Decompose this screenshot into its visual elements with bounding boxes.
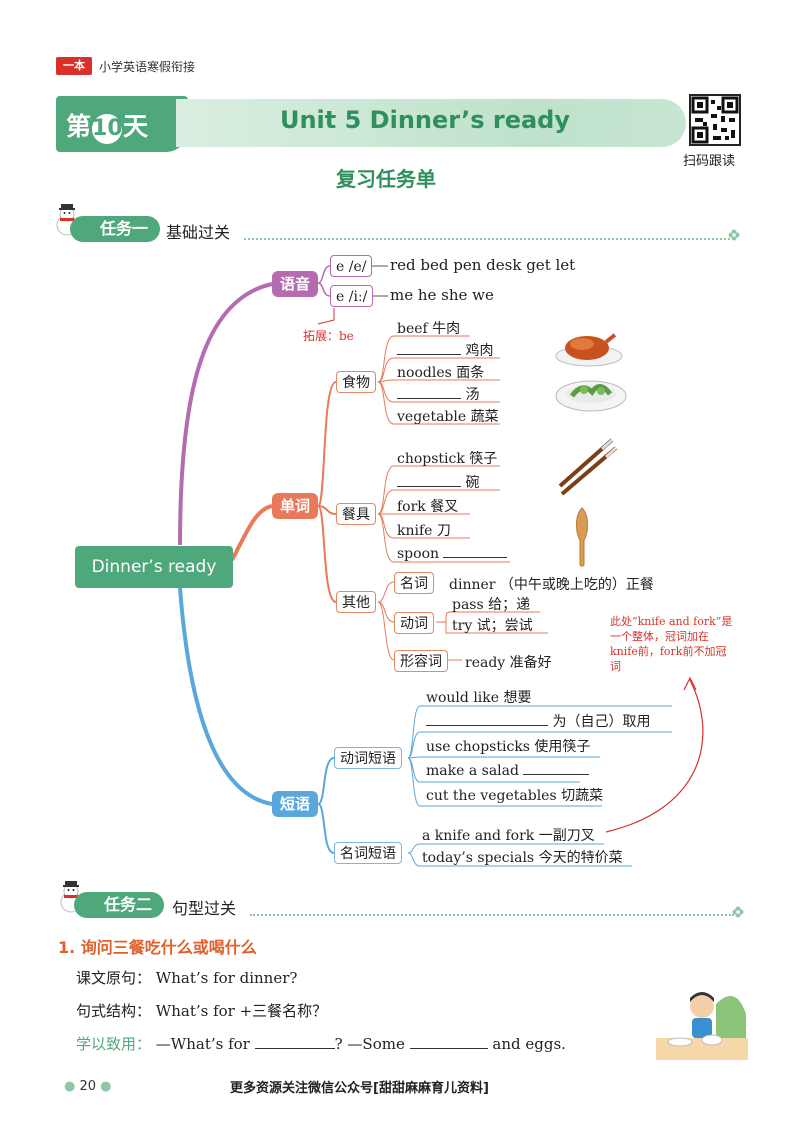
tableware-item-fork: fork 餐叉: [397, 499, 459, 515]
flower-icon-2: [732, 906, 744, 918]
structure-row: 句式结构： What’s for +三餐名称？: [76, 1000, 327, 1021]
blank-meal[interactable]: [254, 1035, 335, 1049]
task1-title: 基础过关: [166, 223, 231, 242]
qr-code-icon[interactable]: [689, 94, 741, 146]
phrase-would-like: would like 想要: [426, 690, 532, 706]
phrases-node: 短语: [272, 791, 318, 817]
food-item-vegetable: vegetable 蔬菜: [397, 409, 499, 425]
brand-logo: 一本: [56, 57, 92, 75]
branch-phrases: [178, 587, 273, 806]
food-item-beef: beef 牛肉: [397, 321, 461, 337]
tableware-item-bowl: 碗: [397, 472, 479, 492]
day-prefix: 第: [66, 112, 92, 141]
sound-e-short: e /e/: [330, 255, 373, 277]
task1-label: 任务一: [70, 216, 161, 242]
adj-label: 形容词: [394, 650, 448, 672]
original-sentence-row: 课文原句： What’s for dinner?: [76, 967, 297, 988]
wooden-spoon-icon: [576, 507, 588, 567]
flower-icon: [728, 229, 740, 241]
tableware-item-spoon: spoon: [397, 544, 508, 562]
day-block: [56, 96, 188, 152]
noun-label: 名词: [394, 572, 434, 594]
original-sentence: What’s for dinner?: [155, 969, 298, 987]
sound-e-short-words: red bed pen desk get let: [390, 256, 576, 274]
day-label: 第10天: [66, 107, 148, 144]
task1-divider: [244, 238, 730, 240]
structure-sentence: What’s for +三餐名称？: [155, 1002, 328, 1020]
footer-text: 更多资源关注微信公众号[甜甜麻麻育儿资料]: [230, 1081, 489, 1096]
sentence-heading: 1. 询问三餐吃什么或喝什么: [58, 938, 257, 957]
apply-part-a: —What’s for: [155, 1035, 250, 1053]
book-subtitle: 小学英语寒假衔接: [99, 60, 196, 74]
verb-phrase-node: 动词短语: [334, 747, 402, 769]
original-label: 课文原句：: [76, 969, 152, 987]
phonics-extension: 拓展：be: [303, 329, 354, 343]
mindmap-center: Dinner’s ready: [75, 546, 233, 588]
words-node: 单词: [272, 493, 318, 519]
food-item-chicken: 鸡肉: [397, 340, 493, 360]
noun-phrase-node: 名词短语: [334, 842, 402, 864]
qr-caption: 扫码跟读: [683, 154, 736, 169]
branch-phonics: [178, 282, 273, 546]
knife-fork-note: 此处“knife and fork”是一个整体，冠词加在knife前，fork前…: [610, 615, 733, 673]
phrase-cut-vegetables: cut the vegetables 切蔬菜: [426, 788, 604, 804]
other-node: 其他: [336, 591, 376, 613]
tableware-item-knife: knife 刀: [397, 523, 451, 539]
apply-row: 学以致用： —What’s for ? —Some and eggs.: [76, 1033, 566, 1054]
adj-ready: ready 准备好: [465, 655, 552, 671]
chopsticks-icon: [558, 438, 618, 496]
phrase-make-salad: make a salad: [426, 761, 590, 779]
sound-e-long: e /iː/: [330, 285, 374, 307]
vegetable-dish-icon: [555, 380, 627, 412]
page-number: ● 20 ●: [64, 1079, 112, 1094]
phrase-knife-fork: a knife and fork 一副刀叉: [422, 828, 595, 844]
tableware-node: 餐具: [336, 503, 376, 525]
verb-try: try 试；尝试: [452, 618, 533, 634]
day-number: 10: [92, 114, 123, 144]
section-title: 复习任务单: [336, 167, 436, 191]
task2-divider: [250, 914, 734, 916]
unit-banner: [176, 99, 686, 147]
boy-eating-illustration: [656, 992, 748, 1060]
structure-label: 句式结构：: [76, 1002, 152, 1020]
branch-words: [230, 504, 273, 561]
phrase-use-chopsticks: use chopsticks 使用筷子: [426, 739, 591, 755]
verb-pass: pass 给；递: [452, 597, 531, 613]
task2-label: 任务二: [74, 892, 165, 918]
unit-title: Unit 5 Dinner’s ready: [279, 106, 570, 134]
sound-e-long-words: me he she we: [390, 286, 494, 304]
noun-dinner: dinner （中午或晚上吃的）正餐: [449, 577, 654, 593]
blank-food[interactable]: [409, 1035, 488, 1049]
task2-title: 句型过关: [172, 899, 237, 918]
roast-chicken-icon: [555, 330, 623, 367]
apply-label: 学以致用：: [76, 1035, 152, 1053]
food-item-soup: 汤: [397, 384, 479, 404]
food-item-noodles: noodles 面条: [397, 365, 485, 381]
food-node: 食物: [336, 371, 376, 393]
apply-part-b: ? —Some: [334, 1035, 405, 1053]
apply-part-c: and eggs.: [492, 1035, 566, 1053]
phonics-node: 语音: [272, 271, 318, 297]
tableware-item-chopstick: chopstick 筷子: [397, 451, 498, 467]
phrase-help-yourself: 为（自己）取用: [426, 711, 650, 731]
phrase-todays-specials: today’s specials 今天的特价菜: [422, 850, 623, 866]
verb-label: 动词: [394, 612, 434, 634]
day-suffix: 天: [123, 112, 149, 141]
